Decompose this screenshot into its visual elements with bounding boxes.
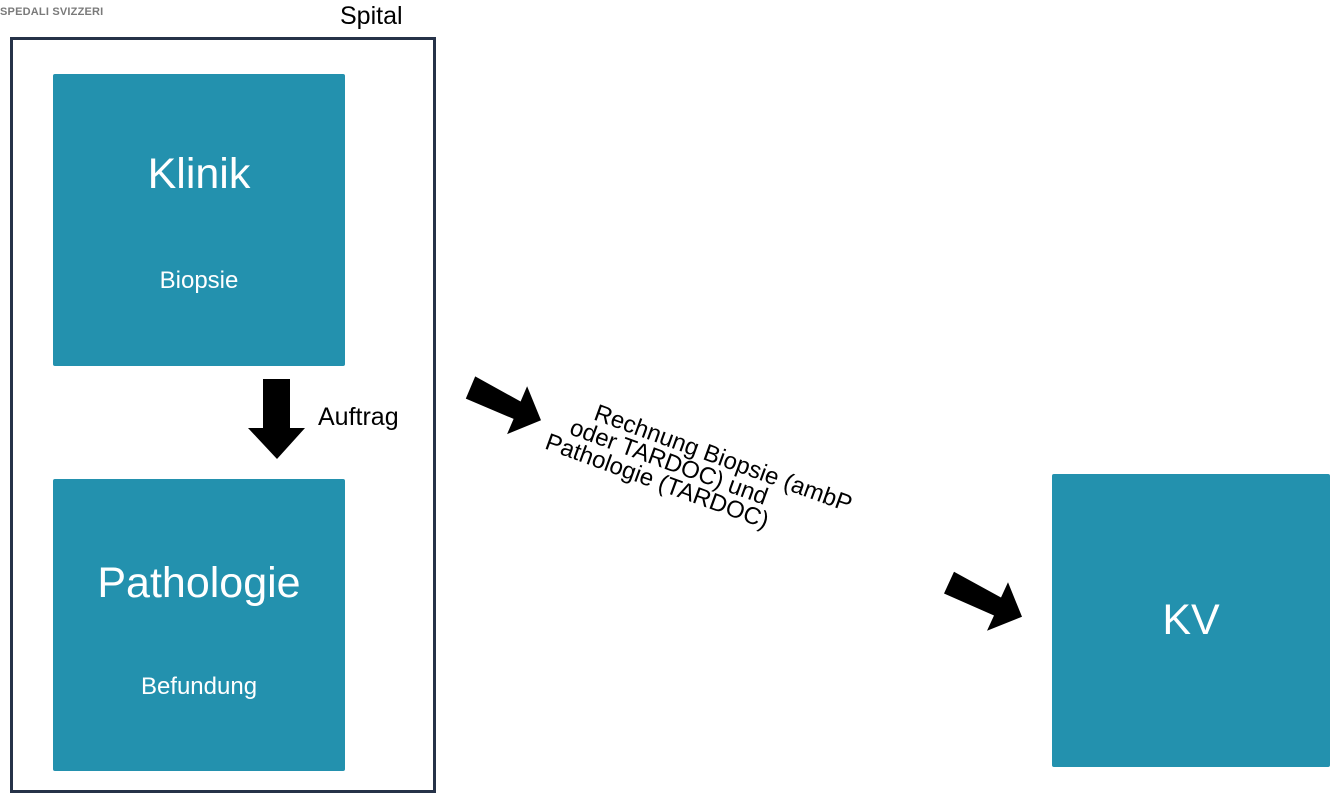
pathologie-subtitle: Befundung bbox=[140, 673, 258, 700]
klinik-title: Klinik bbox=[147, 150, 251, 198]
klinik-node: Klinik Biopsie bbox=[53, 74, 345, 366]
klinik-subtitle: Biopsie bbox=[159, 267, 239, 294]
diagonal-arrow-1 bbox=[465, 376, 541, 435]
pathologie-node: Pathologie Befundung bbox=[53, 479, 345, 771]
kv-title: KV bbox=[1162, 596, 1220, 644]
kv-node: KV bbox=[1052, 474, 1330, 767]
spital-label: Spital bbox=[340, 2, 403, 30]
auftrag-label: Auftrag bbox=[318, 403, 399, 431]
down-arrow bbox=[248, 379, 305, 459]
pathologie-title: Pathologie bbox=[97, 559, 301, 607]
diagonal-arrow-2 bbox=[944, 571, 1022, 631]
logo-text: SPEDALI SVIZZERI bbox=[0, 6, 104, 18]
